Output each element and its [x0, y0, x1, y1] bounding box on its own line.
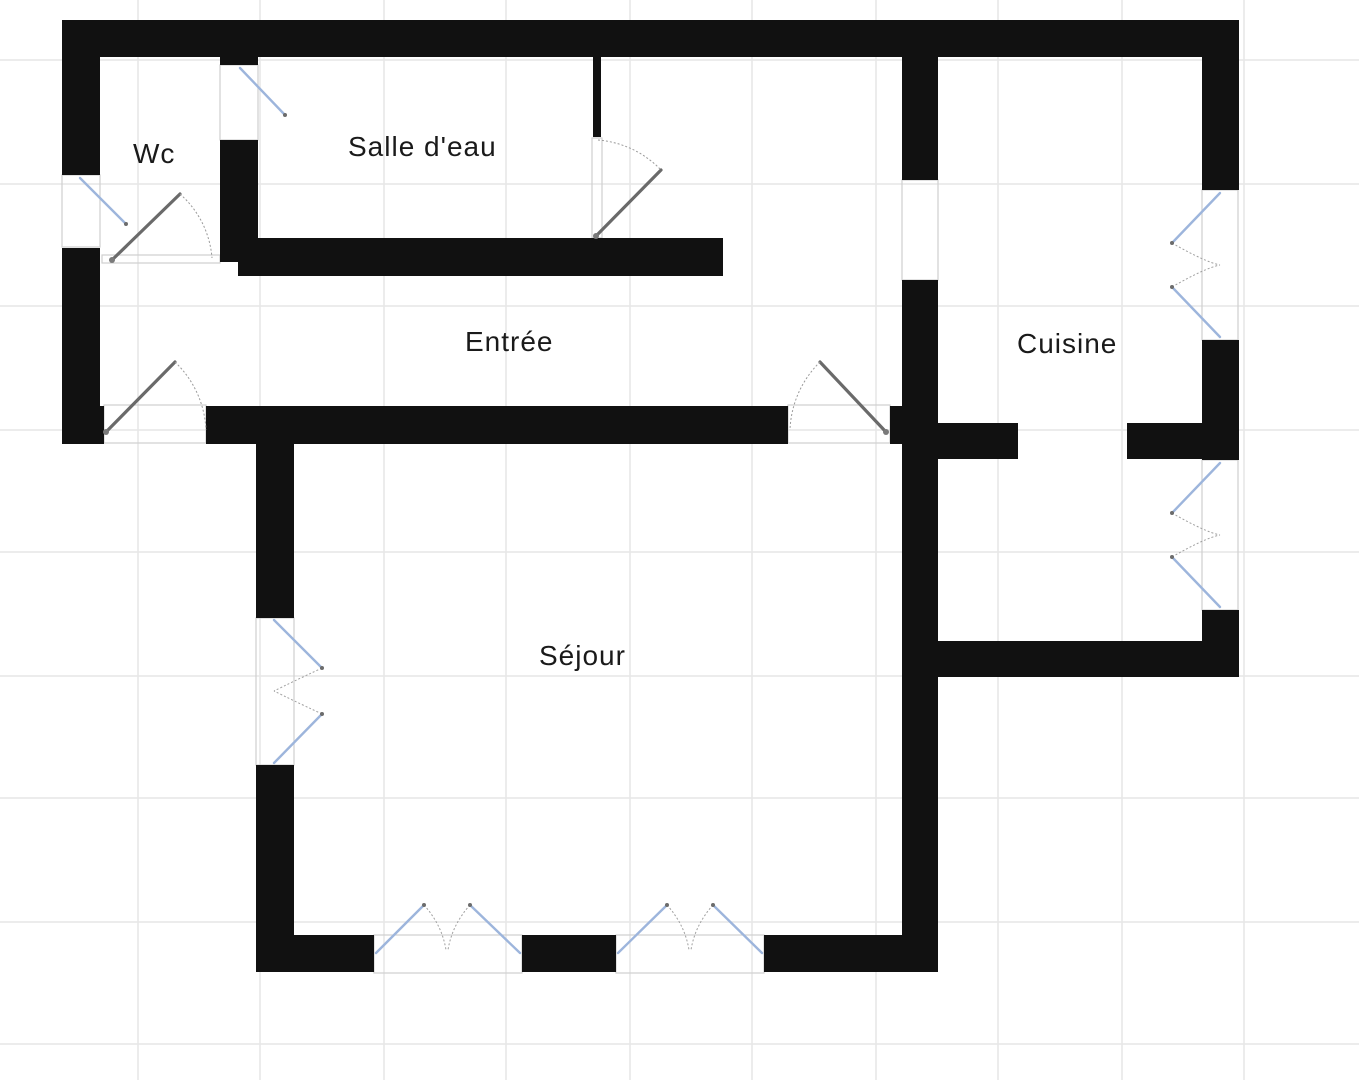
wall-living-left-upper [256, 424, 294, 618]
walls [62, 20, 1239, 972]
room-label-entree: Entrée [465, 326, 554, 357]
wall-center-lower [902, 280, 938, 972]
room-label-sejour: Séjour [539, 640, 626, 671]
window-casement-icon [374, 903, 522, 955]
door-swing-icon [593, 139, 663, 239]
wall-bathroom-partition [593, 57, 601, 137]
room-label-salle-deau: Salle d'eau [348, 131, 497, 162]
window-casement-icon [1170, 461, 1222, 609]
wall-entry-left [62, 406, 104, 444]
door-swing-icon [103, 360, 207, 435]
wall-center-upper [902, 57, 938, 180]
room-labels: Wc Salle d'eau Entrée Cuisine Séjour [133, 131, 1117, 671]
window-casement-icon [78, 176, 128, 226]
doors [103, 139, 889, 435]
wall-top [62, 20, 1239, 57]
wall-living-bottom-left [256, 935, 374, 972]
wall-entry-right-stub [890, 406, 902, 444]
wall-bathroom-bottom [238, 238, 723, 276]
wall-kitchen-partition-right [1127, 423, 1207, 459]
window-casement-icon [238, 66, 287, 117]
windows [78, 66, 1222, 955]
door-swing-icon [109, 192, 213, 263]
wall-left-upper [62, 20, 100, 175]
wall-entry-bottom [206, 406, 788, 444]
wall-kitchen-right-top [1202, 20, 1239, 190]
room-label-wc: Wc [133, 138, 175, 169]
wall-wc-stub-top [220, 57, 258, 65]
door-swing-icon [789, 360, 889, 435]
window-casement-icon [616, 903, 764, 955]
wall-kitchen-partition-left [938, 423, 1018, 459]
wall-kitchen-right-mid [1202, 340, 1239, 460]
wall-living-bottom-right [764, 935, 938, 972]
wall-kitchen-bottom [902, 641, 1239, 677]
wall-living-bottom-mid [522, 935, 616, 972]
window-casement-icon [272, 618, 324, 765]
window-casement-icon [1170, 191, 1222, 339]
room-label-cuisine: Cuisine [1017, 328, 1117, 359]
